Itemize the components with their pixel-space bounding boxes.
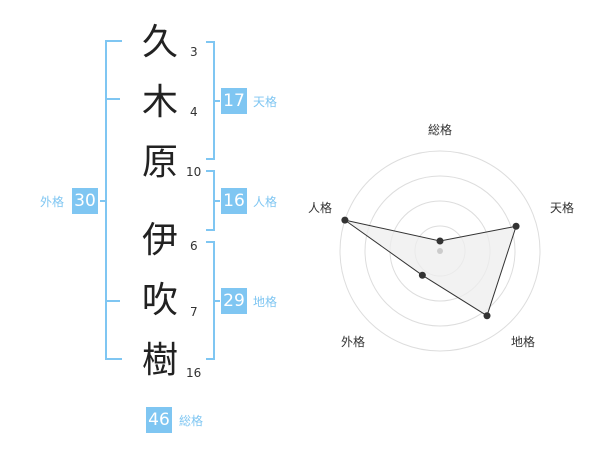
surname-strokes-1: 3 [190,45,198,59]
soukaku-value: 46 [146,407,172,433]
soukaku-label: 総格 [179,414,204,428]
jinkaku-label: 人格 [253,195,278,209]
radar-axis-label-0: 総格 [428,123,453,137]
radar-ring-3 [364,175,516,327]
radar-point-0 [436,237,444,245]
radar-center-dot [437,248,443,254]
radar-axis-label-1: 天格 [550,201,575,215]
tenkaku-value: 17 [221,88,247,114]
gaikaku-value: 30 [72,188,98,214]
radar-point-1 [512,222,520,230]
tenkaku-label: 天格 [253,95,278,109]
surname-char-2: 木 [141,82,178,123]
surname-strokes-3: 10 [186,165,202,179]
given-char-1: 伊 [141,220,178,261]
radar-axis-label-4: 人格 [308,201,333,215]
radar-axis-label-3: 外格 [341,335,366,349]
chikaku-label: 地格 [253,295,278,309]
given-char-2: 吹 [141,280,178,321]
radar-point-3 [418,271,426,279]
chikaku-value: 29 [221,288,247,314]
radar-axis-label-2: 地格 [511,335,536,349]
radar-ring-4 [339,150,541,352]
given-char-3: 樹 [141,340,178,381]
radar-polygon [344,219,517,317]
surname-char-3: 原 [141,142,178,183]
given-strokes-2: 7 [190,305,198,319]
given-strokes-1: 6 [190,239,198,253]
gaikaku-label: 外格 [40,195,65,209]
surname-strokes-2: 4 [190,105,198,119]
given-strokes-3: 16 [186,366,202,380]
surname-char-1: 久 [141,22,178,63]
jinkaku-value: 16 [221,188,247,214]
radar-point-2 [483,312,491,320]
radar-point-4 [341,216,349,224]
